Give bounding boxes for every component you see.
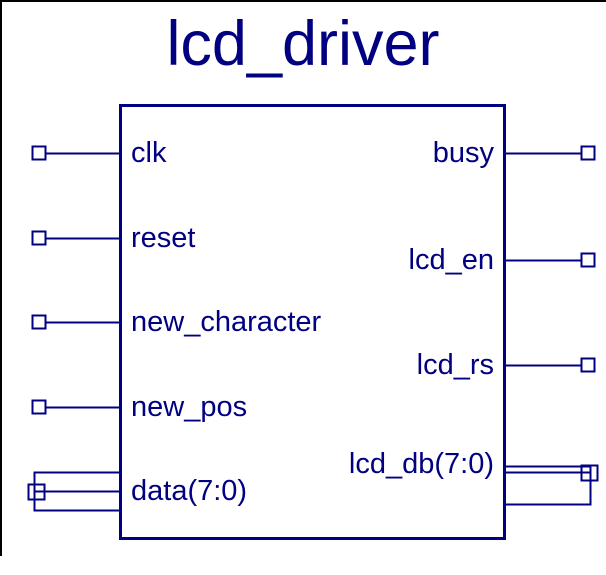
pin-marker-clk[interactable] bbox=[31, 145, 47, 161]
port-pin-busy[interactable] bbox=[504, 145, 596, 161]
port-pin-data-bus[interactable] bbox=[27, 471, 122, 512]
port-label-lcd-en: lcd_en bbox=[408, 244, 494, 276]
symbol-title: lcd_driver bbox=[166, 9, 440, 79]
pin-marker-lcd-db[interactable] bbox=[580, 464, 599, 482]
bus-outline-lcd-db bbox=[503, 465, 592, 506]
pin-marker-lcd-rs[interactable] bbox=[580, 357, 596, 373]
image-frame-left-border bbox=[0, 0, 2, 556]
image-frame-top-border bbox=[0, 0, 606, 2]
port-pin-lcd-db-bus[interactable] bbox=[503, 464, 599, 506]
port-pin-new-pos[interactable] bbox=[31, 399, 122, 415]
port-pin-lcd-rs[interactable] bbox=[504, 357, 596, 373]
port-label-new-pos: new_pos bbox=[131, 391, 248, 423]
port-label-lcd-db: lcd_db(7:0) bbox=[348, 448, 494, 480]
pin-marker-lcd-en[interactable] bbox=[580, 252, 596, 268]
port-pin-lcd-en[interactable] bbox=[504, 252, 596, 268]
pin-marker-reset[interactable] bbox=[31, 230, 47, 246]
pin-marker-new-pos[interactable] bbox=[31, 399, 47, 415]
pin-marker-data[interactable] bbox=[27, 483, 46, 501]
pin-marker-busy[interactable] bbox=[580, 145, 596, 161]
port-label-lcd-rs: lcd_rs bbox=[416, 349, 494, 381]
port-label-data: data(7:0) bbox=[131, 475, 248, 507]
port-label-clk: clk bbox=[131, 137, 167, 169]
pin-marker-new-character[interactable] bbox=[31, 314, 47, 330]
port-label-new-character: new_character bbox=[131, 306, 322, 338]
port-label-reset: reset bbox=[131, 222, 196, 254]
port-pin-new-character[interactable] bbox=[31, 314, 122, 330]
port-pin-clk[interactable] bbox=[31, 145, 122, 161]
port-label-busy: busy bbox=[432, 137, 494, 169]
port-pin-reset[interactable] bbox=[31, 230, 122, 246]
